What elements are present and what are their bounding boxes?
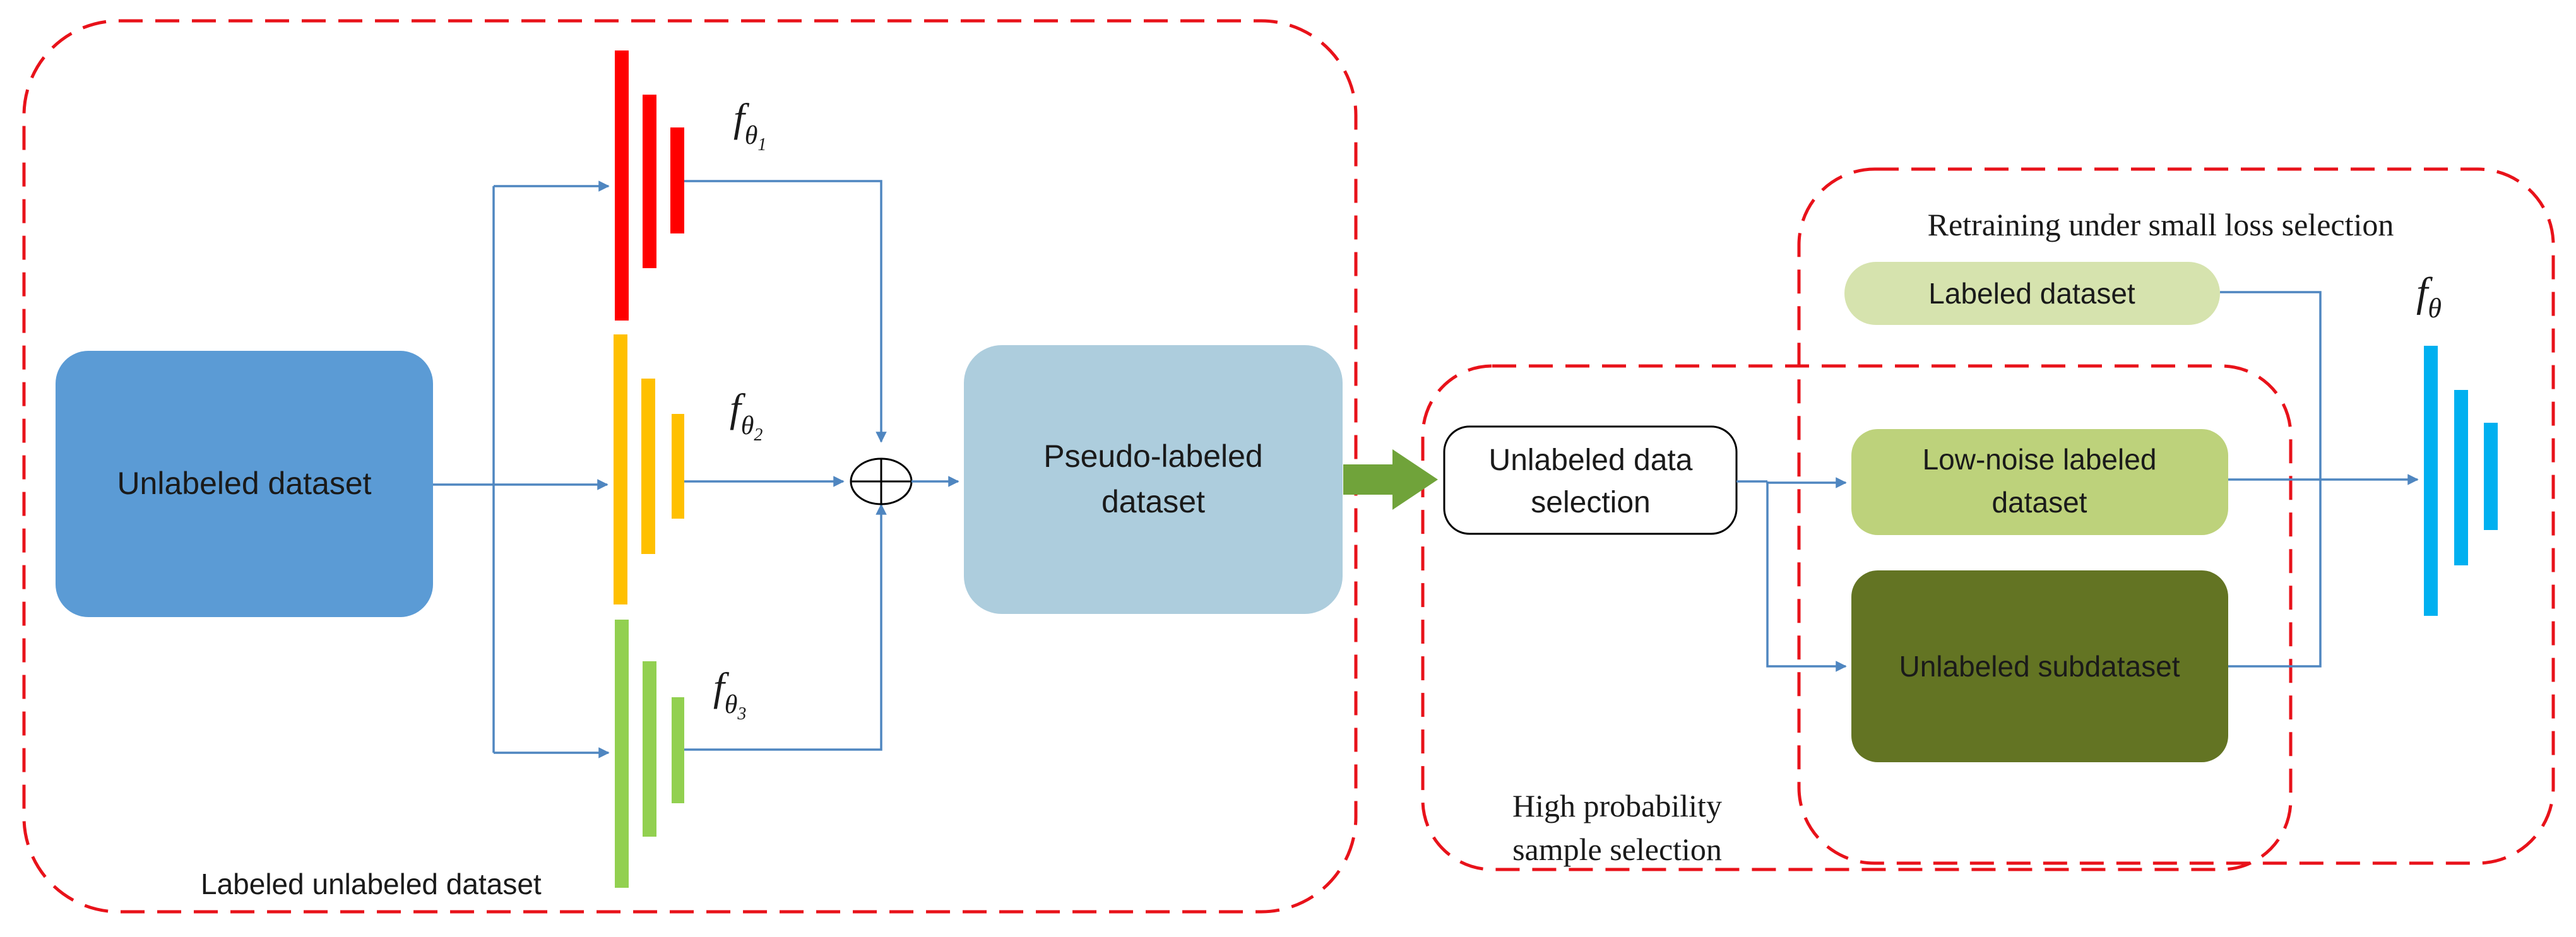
model-2-bars [614,334,684,604]
low-noise-box [1851,429,2228,535]
unlabeled-data-selection-line2: selection [1531,486,1650,519]
model-3-label: fθ3 [713,664,746,724]
edge-to-unlabeled-subdataset [1766,481,1847,672]
model-3-bars [615,620,684,888]
model-1-bars [615,50,684,321]
labeling-region [22,19,1358,914]
model-3-bar-middle [643,661,656,837]
low-noise-label-line1: Low-noise labeled [1923,443,2157,476]
final-model-bars [2424,346,2498,616]
low-noise-label-line2: dataset [1992,486,2087,519]
model-2-bar-inner [672,414,684,519]
unlabeled-subdataset-label: Unlabeled subdataset [1899,650,2180,683]
selection-region-label-line1: High probability [1512,788,1722,823]
model-1-label: fθ1 [733,95,766,155]
final-model-bar-inner [2484,423,2498,530]
combine-operator [850,457,913,505]
pseudo-labeled-label-line2: dataset [1101,484,1205,519]
edge-model-1-to-combiner [684,180,887,443]
model-2-bar-middle [641,379,655,554]
unlabeled-dataset-label: Unlabeled dataset [117,466,371,501]
model-2-label: fθ2 [730,386,763,445]
unlabeled-data-selection-line1: Unlabeled data [1489,444,1693,477]
labeled-dataset-label: Labeled dataset [1928,277,2135,310]
final-model-bar-middle [2454,390,2468,565]
model-1-bar-middle [643,95,656,268]
unlabeled-data-selection-box [1443,425,1738,535]
edge-model-3-to-combiner [684,504,887,751]
retraining-region [1797,167,2555,865]
unlabeled-dataset-box [56,351,433,617]
selection-region-label-line2: sample selection [1512,832,1722,867]
flow-arrow-icon [1343,449,1438,510]
labeled-dataset-box [1844,262,2220,325]
retraining-region-label: Retraining under small loss selection [1928,207,2394,242]
model-1-bar-outer [615,50,629,321]
model-2-bar-outer [614,334,627,604]
model-3-bar-outer [615,620,629,888]
final-model-bar-outer [2424,346,2438,616]
unlabeled-subdataset-box [1851,570,2228,762]
edge-to-low-noise [1766,477,1847,488]
model-1-bar-inner [670,127,684,233]
final-model-label: fθ [2416,269,2442,324]
model-3-bar-inner [672,697,684,803]
pseudo-labeled-label-line1: Pseudo-labeled [1043,439,1263,474]
labeling-region-label: Labeled unlabeled dataset [201,868,542,900]
pseudo-labeled-box [964,345,1343,614]
